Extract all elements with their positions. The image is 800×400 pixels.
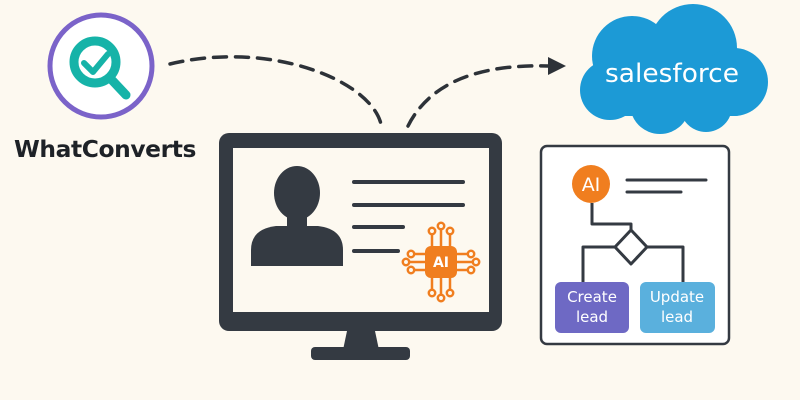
create-lead-button-bg [555, 282, 629, 333]
whatconverts-brand-name: WhatConverts [14, 137, 196, 163]
create-lead-label-line2: lead [576, 308, 608, 326]
update-lead-button[interactable]: Update lead [640, 282, 715, 333]
chip-label: AI [433, 255, 449, 271]
arrow-monitor-to-salesforce [406, 64, 550, 128]
diamond-decision-icon [613, 228, 649, 266]
workflow-panel: AI Create lead Update lead [539, 144, 731, 346]
ai-chip-icon: AI [401, 221, 481, 303]
workflow-ai-node: AI [572, 165, 610, 203]
salesforce-brand-name: salesforce [605, 59, 739, 89]
flow-arrows [168, 55, 550, 128]
cloud-icon [580, 4, 768, 134]
arrow-whatconverts-to-monitor [168, 55, 383, 126]
chip-circuit-lines [401, 221, 481, 303]
monitor-icon: AI [219, 133, 502, 360]
magnifier-check-icon [69, 36, 131, 100]
magnifier-lens [69, 36, 121, 88]
workflow-connectors [581, 203, 685, 282]
create-lead-button[interactable]: Create lead [555, 282, 629, 333]
arrow-head-icon [548, 57, 566, 75]
chip-body [425, 246, 457, 278]
workflow-text-lines [625, 178, 708, 194]
ai-node-circle [572, 165, 610, 203]
check-mark-icon [81, 51, 111, 75]
salesforce-logo: salesforce [580, 4, 768, 134]
monitor-stand-base [311, 347, 410, 360]
ai-node-label: AI [582, 174, 601, 196]
update-lead-label-line2: lead [661, 308, 693, 326]
update-lead-button-bg [640, 282, 715, 333]
whatconverts-logo: WhatConverts [14, 12, 196, 163]
user-silhouette-icon [251, 166, 343, 266]
magnifier-handle [105, 73, 131, 100]
update-lead-label-line1: Update [650, 288, 704, 306]
monitor-neck [343, 331, 379, 350]
profile-text-lines [352, 180, 465, 253]
create-lead-label-line1: Create [567, 288, 617, 306]
